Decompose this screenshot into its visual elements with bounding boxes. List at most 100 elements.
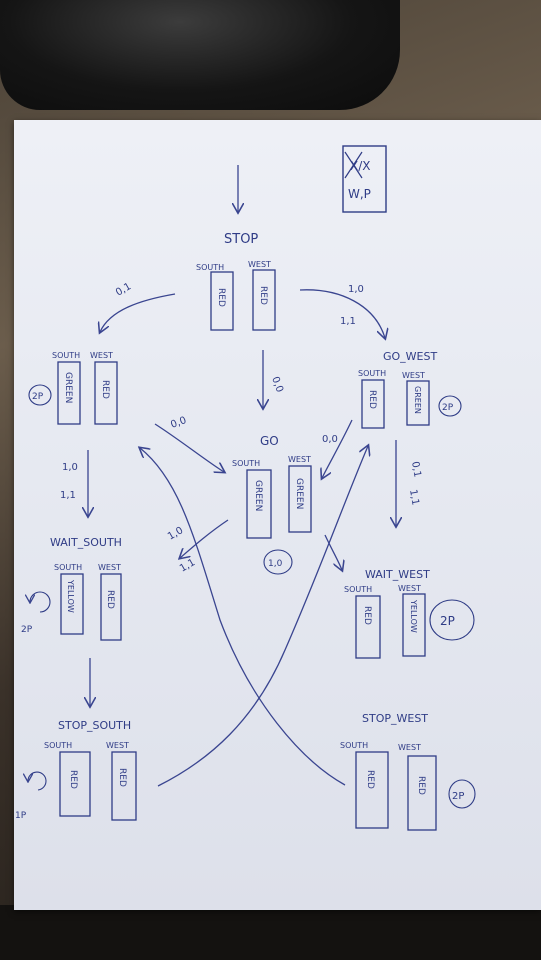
self-loop (448, 779, 476, 809)
south-value: RED (68, 770, 78, 789)
transition-label: 1,0 (166, 525, 185, 542)
west-value: GREEN (413, 386, 422, 414)
south-value: RED (216, 288, 226, 307)
paper-sheet (14, 120, 541, 910)
west-label: WEST (248, 260, 271, 269)
self-loop (30, 591, 51, 613)
south-value: YELLOW (66, 579, 75, 613)
corner-box-top: X/X (350, 159, 370, 173)
south-value: RED (365, 770, 375, 789)
self-loop (28, 384, 52, 406)
state-name: WAIT_WEST (365, 568, 430, 581)
west-value: GREEN (294, 478, 304, 509)
south-light (361, 379, 385, 429)
loop-label: 2P (452, 791, 464, 802)
loop-label: 1,0 (268, 559, 283, 569)
west-light (402, 593, 426, 657)
self-loop (438, 395, 462, 417)
state-name: STOP (224, 232, 258, 247)
state-wait-west: WAIT_WEST SOUTH WEST RED YELLOW 2P (344, 568, 475, 659)
south-value: RED (362, 606, 372, 625)
west-light (100, 573, 122, 641)
west-value: RED (105, 590, 115, 609)
south-value: RED (367, 390, 377, 409)
transition-label: 0,1 (114, 281, 133, 298)
arrow-go-to-wait-south (180, 519, 229, 558)
state-name: STOP_WEST (362, 712, 428, 725)
arrow-stop-to-go-west (299, 289, 385, 338)
south-label: SOUTH (358, 369, 386, 378)
self-loop (263, 549, 293, 575)
loop-label: 1P (15, 811, 27, 821)
south-value: GREEN (63, 372, 73, 403)
arrow-stop-to-go-south (100, 293, 176, 332)
table-edge (0, 905, 541, 960)
transition-label: 1,0 (62, 462, 78, 473)
state-name: WAIT_SOUTH (50, 536, 122, 549)
loop-label: 2P (21, 625, 33, 635)
dark-device (0, 0, 400, 110)
state-go: GO SOUTH WEST GREEN GREEN 1,0 (232, 434, 312, 575)
loop-label: 2P (440, 614, 455, 628)
transition-label: 0,1 (409, 461, 423, 479)
west-label: WEST (398, 743, 421, 752)
transition-label: 1,1 (340, 316, 356, 327)
south-light (246, 469, 272, 539)
arrow-stop-west-to-go-south (140, 448, 346, 786)
state-name: GO_WEST (383, 350, 437, 363)
loop-label: 2P (32, 392, 44, 402)
west-label: WEST (90, 351, 113, 360)
west-label: WEST (98, 563, 121, 572)
transition-label: 1,1 (407, 489, 421, 507)
self-loop (429, 599, 475, 641)
state-stop-south: STOP_SOUTH SOUTH WEST RED RED 1P (15, 719, 137, 821)
arrow-go-to-wait-west (324, 534, 342, 570)
transition-label: 0,0 (169, 415, 188, 431)
state-wait-south: WAIT_SOUTH SOUTH WEST YELLOW RED 2P (21, 536, 122, 641)
arrow-stop-south-to-go-west (157, 446, 368, 787)
west-label: WEST (106, 741, 129, 750)
south-label: SOUTH (340, 741, 368, 750)
south-label: SOUTH (196, 263, 224, 272)
west-light (252, 269, 276, 331)
corner-box-bottom: W,P (348, 187, 371, 201)
transition-label: 1,1 (60, 490, 76, 501)
state-stop: STOP SOUTH WEST RED RED (196, 232, 276, 331)
south-label: SOUTH (44, 741, 72, 750)
loop-label: 2P (442, 403, 454, 413)
south-light (60, 573, 84, 635)
corner-box: X/X W,P (342, 145, 387, 213)
west-value: RED (258, 286, 268, 305)
south-label: SOUTH (344, 585, 372, 594)
west-light (111, 751, 137, 821)
arrow-cross-to-go (154, 423, 224, 472)
self-loop (28, 771, 47, 791)
south-label: SOUTH (232, 459, 260, 468)
west-value: YELLOW (409, 599, 418, 633)
south-light (210, 271, 234, 331)
state-go-west: GO_WEST SOUTH WEST RED GREEN 2P (358, 350, 462, 429)
transition-label: 1,0 (348, 284, 364, 295)
south-light (57, 361, 81, 425)
west-light (407, 755, 437, 831)
state-name: STOP_SOUTH (58, 719, 131, 732)
transition-label: 0,0 (269, 375, 285, 394)
west-light (406, 380, 430, 426)
transition-label: 1,1 (178, 557, 197, 574)
west-light (94, 361, 118, 425)
west-value: RED (416, 776, 426, 795)
south-light (355, 751, 389, 829)
south-light (59, 751, 91, 817)
south-value: GREEN (253, 480, 263, 511)
west-light (288, 465, 312, 533)
state-name: GO (260, 434, 279, 448)
west-value: RED (117, 768, 127, 787)
south-label: SOUTH (52, 351, 80, 360)
west-label: WEST (398, 584, 421, 593)
arrow-go-west-to-go (322, 419, 353, 478)
west-value: RED (100, 380, 110, 399)
state-go-south: SOUTH WEST GREEN RED 2P (28, 351, 118, 425)
south-label: SOUTH (54, 563, 82, 572)
state-stop-west: STOP_WEST SOUTH WEST RED RED 2P (340, 712, 476, 831)
